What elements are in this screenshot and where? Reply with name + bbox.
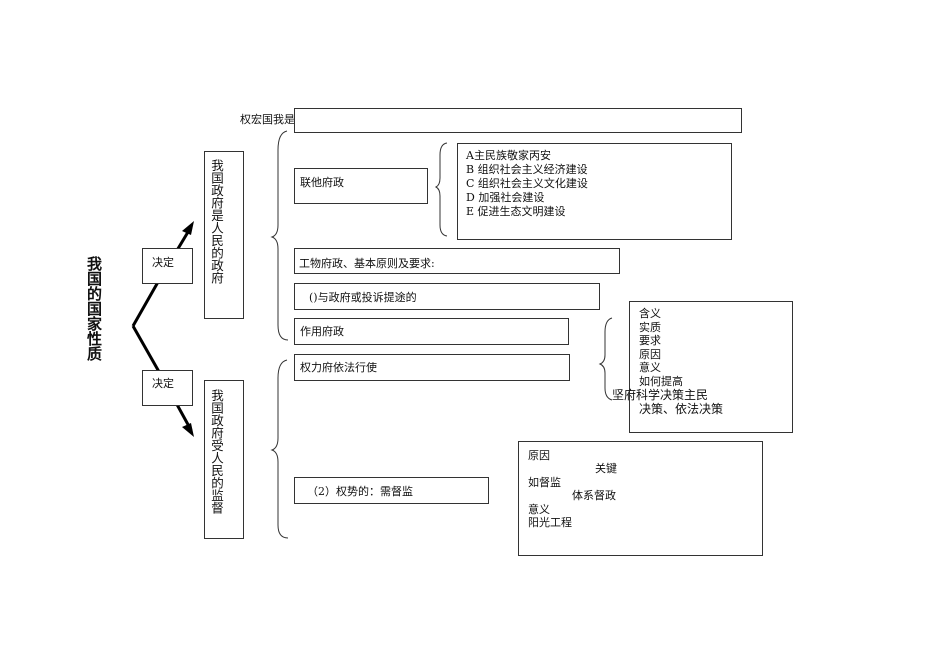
functions-box: 联他府政 — [294, 168, 428, 204]
style-box: 作用府政 — [294, 318, 569, 345]
main-title-text: 我国的国家性质 — [85, 256, 103, 361]
top-banner-box — [294, 108, 742, 133]
bottom-reason: 原因 — [528, 449, 550, 462]
decide-label-bottom: 决定 — [152, 377, 174, 390]
arrow-down-head — [182, 423, 194, 437]
function-a: A主民族敬家丙安 — [466, 149, 551, 162]
functions-label: 联他府政 — [300, 176, 344, 189]
brace-lower — [270, 359, 289, 539]
decide-box-bottom: 决定 — [142, 370, 193, 406]
right-item-2: 实质 — [639, 320, 661, 334]
brace-upper — [270, 130, 289, 341]
function-c: C 组织社会主义文化建设 — [466, 177, 588, 190]
functions-list: A主民族敬家丙安 B 组织社会主义经济建设 C 组织社会主义文化建设 D 加强社… — [466, 149, 588, 219]
contact-label: ()与政府或投诉提途的 — [309, 291, 417, 304]
right-list: 含义 实质 要求 原因 意义 如何提高 — [639, 307, 683, 388]
function-b: B 组织社会主义经济建设 — [466, 163, 588, 176]
branch-label-top: 我国政府是人民的政府 — [209, 159, 224, 284]
branch-label-bottom: 我国政府受人民的监督 — [209, 389, 224, 514]
bottom-key: 关键 — [595, 462, 617, 475]
bottom-box: 原因 关键 如督监 体系督政 意义 阳光工程 — [518, 441, 763, 556]
function-e: E 促进生态文明建设 — [466, 205, 566, 218]
main-title: 我国的国家性质 — [85, 256, 103, 361]
bottom-how: 如督监 — [528, 476, 561, 489]
decide-box-top: 决定 — [142, 248, 193, 284]
scientific-line-1: 坚府科学决策主民 — [612, 388, 709, 402]
power-label: 权力府依法行使 — [300, 361, 377, 374]
function-d: D 加强社会建设 — [466, 191, 545, 204]
functions-list-box: A主民族敬家丙安 B 组织社会主义经济建设 C 组织社会主义文化建设 D 加强社… — [457, 143, 732, 240]
contact-box: ()与政府或投诉提途的 — [294, 283, 600, 310]
scientific-line-2: 决策、依法决策 — [639, 402, 724, 416]
brace-functions — [434, 142, 448, 237]
right-item-5: 意义 — [639, 361, 661, 374]
principle-box: 工物府政、基本原则及要求: — [294, 248, 620, 274]
bottom-system: 体系督政 — [572, 489, 616, 502]
supervise-box: （2）权势的：需督监 — [294, 477, 489, 504]
style-label: 作用府政 — [300, 325, 344, 338]
right-list-box: 含义 实质 要求 原因 意义 如何提高 — [629, 301, 793, 433]
arrow-up-head — [182, 221, 194, 235]
bottom-sunshine: 阳光工程 — [528, 516, 572, 529]
decide-label-top: 决定 — [152, 256, 174, 269]
supervise-label: （2）权势的：需督监 — [307, 485, 413, 498]
right-item-1: 含义 — [639, 307, 661, 320]
right-item-6: 如何提高 — [639, 374, 683, 388]
right-item-3: 要求 — [639, 334, 661, 347]
branch-box-top: 我国政府是人民的政府 — [204, 151, 244, 319]
branch-box-bottom: 我国政府受人民的监督 — [204, 380, 244, 539]
right-item-4: 原因 — [639, 347, 661, 361]
brace-right — [598, 317, 613, 401]
power-box: 权力府依法行使 — [294, 354, 570, 381]
principle-label: 工物府政、基本原则及要求: — [299, 257, 435, 270]
bottom-meaning: 意义 — [528, 503, 550, 516]
